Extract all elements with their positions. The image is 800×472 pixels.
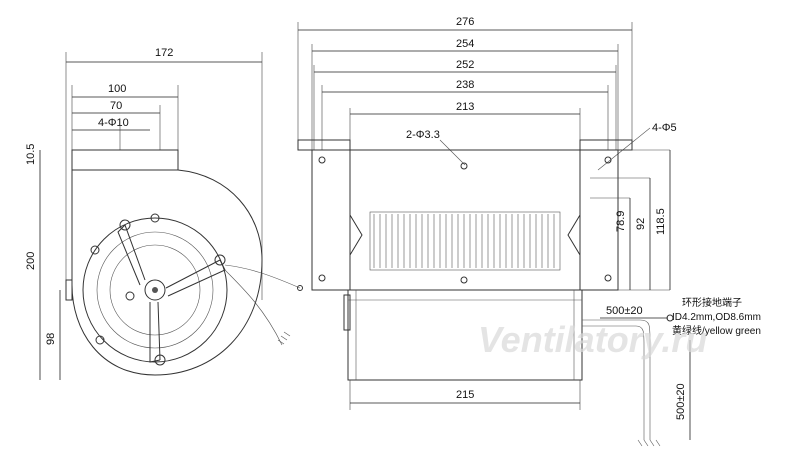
dim-213: 213 [456,101,474,113]
dim-70: 70 [110,100,122,112]
note-ground-wire: 黄绿线/yellow green [672,324,761,337]
lead-wire-1 [224,264,301,289]
dim-78-9: 78.9 [615,211,627,232]
bracket-arm-1 [117,224,146,286]
lead-bundle [582,319,651,440]
watermark: Ventilatory.ru [478,319,707,360]
callout-4-phi5: 4-Φ5 [652,122,677,134]
right-view: 276 254 252 238 213 2-Φ3.3 4-Φ5 [297,16,761,447]
dim-lead-vertical: 500±20 [675,383,687,420]
dim-254: 254 [456,38,474,50]
outlet-frame [311,149,619,291]
dim-118-5: 118.5 [655,208,667,235]
dim-10-5: 10.5 [25,144,37,165]
dim-172: 172 [155,47,173,59]
motor-hub [144,279,166,301]
dim-215: 215 [456,389,474,401]
dim-4-phi10: 4-Φ10 [98,117,129,129]
scroll-body [347,289,583,381]
bracket-arm-3 [149,301,161,363]
flange-left [297,139,351,151]
lead-wire-2 [224,269,283,346]
dim-276: 276 [456,16,474,28]
note-ground-terminal-cn: 环形接地端子 [682,296,742,309]
impeller-blades [369,211,561,271]
dim-lead-horizontal: 500±20 [606,305,643,317]
scroll-housing [71,169,263,376]
callout-2-phi3-3: 2-Φ3.3 [406,129,440,141]
bracket-arm-2 [165,259,226,297]
dim-238: 238 [456,79,474,91]
left-view: 172 100 70 4-Φ10 10.5 200 98 [25,47,303,380]
inlet-ring [96,231,214,349]
dim-252: 252 [456,59,474,71]
impeller-circle [109,244,201,336]
outlet-flange [71,149,179,171]
dim-92: 92 [635,218,647,230]
note-ground-terminal-spec: ID4.2mm,OD8.6mm [672,312,761,323]
dim-100: 100 [108,83,126,95]
dim-200: 200 [25,252,37,270]
dim-98: 98 [45,333,57,345]
